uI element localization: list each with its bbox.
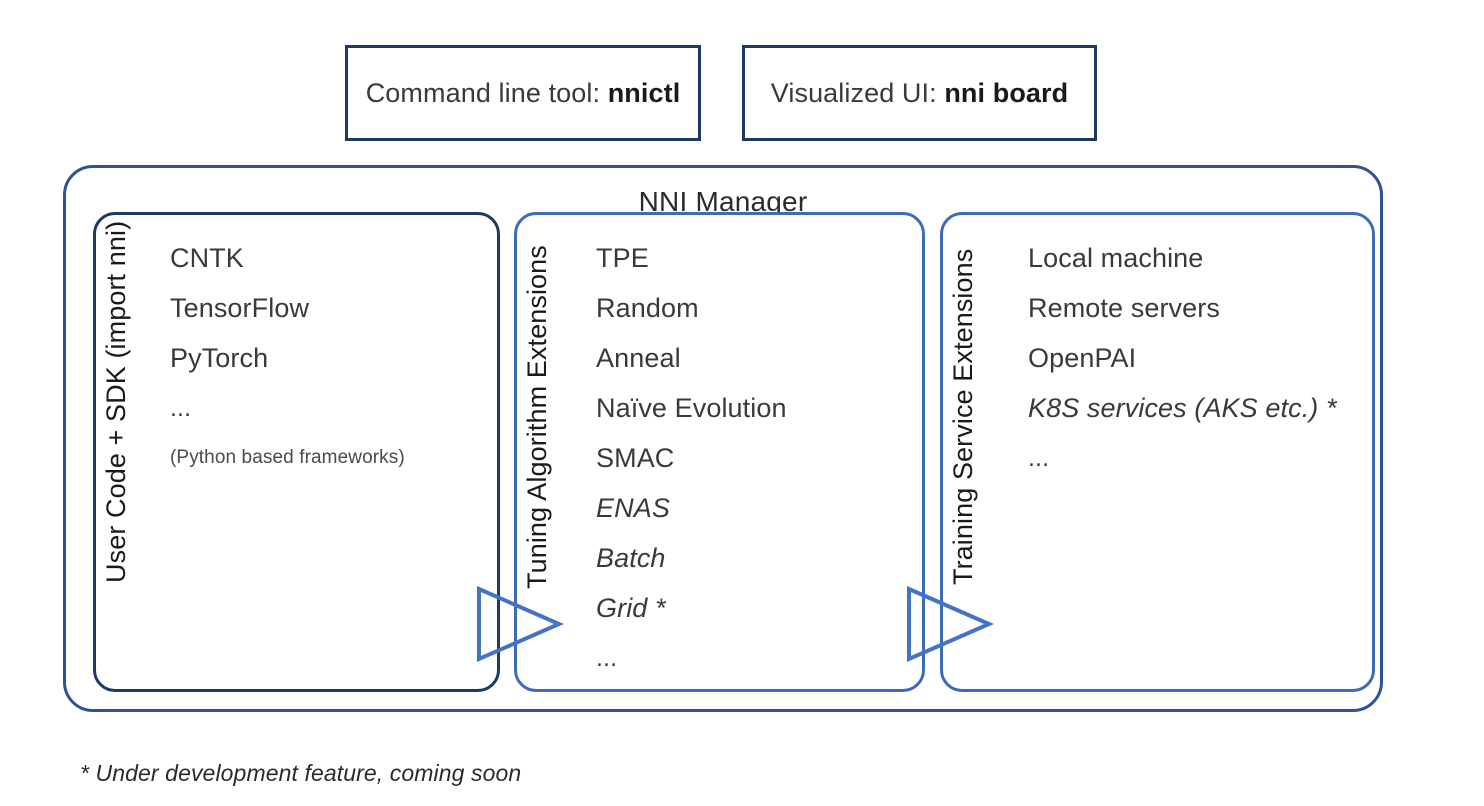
list-item: K8S services (AKS etc.) * — [1028, 393, 1337, 423]
list-item: ... — [170, 394, 192, 422]
user-code-panel-side-label: User Code + SDK (import nni) — [101, 220, 131, 583]
list-item: SMAC — [596, 443, 675, 473]
training-service-item-list: Local machine Remote servers OpenPAI K8S… — [1028, 233, 1337, 483]
training-service-extensions-panel: Training Service Extensions Local machin… — [940, 212, 1375, 692]
list-item: Batch — [596, 543, 666, 573]
list-item: Anneal — [596, 343, 681, 373]
tuning-algorithm-item-list: TPE Random Anneal Naïve Evolution SMAC E… — [596, 233, 787, 683]
user-code-panel: User Code + SDK (import nni) CNTK Tensor… — [93, 212, 500, 692]
tuning-algorithm-extensions-panel: Tuning Algorithm Extensions TPE Random A… — [514, 212, 925, 692]
list-item: OpenPAI — [1028, 343, 1137, 373]
training-service-extensions-side-label: Training Service Extensions — [948, 248, 978, 585]
list-item: Remote servers — [1028, 293, 1220, 323]
command-line-tool-box: Command line tool: nnictl — [345, 45, 701, 141]
list-item: Naïve Evolution — [596, 393, 787, 423]
command-line-tool-emphasis: nnictl — [607, 77, 681, 108]
list-item: TensorFlow — [170, 293, 310, 323]
list-item: (Python based frameworks) — [170, 447, 405, 468]
list-item: Local machine — [1028, 243, 1204, 273]
visualized-ui-box: Visualized UI: nni board — [742, 45, 1097, 141]
list-item: ... — [1028, 444, 1050, 472]
list-item: ENAS — [596, 493, 670, 523]
visualized-ui-prefix: Visualized UI: — [770, 77, 945, 108]
tuning-algorithm-extensions-side-label: Tuning Algorithm Extensions — [522, 245, 552, 589]
arrow-right-icon — [477, 585, 564, 663]
footnote: * Under development feature, coming soon — [80, 760, 522, 786]
list-item: Grid * — [596, 593, 666, 623]
list-item: PyTorch — [170, 343, 269, 373]
list-item: ... — [596, 644, 618, 672]
command-line-tool-prefix: Command line tool: — [365, 77, 608, 108]
arrow-right-icon — [907, 585, 994, 663]
visualized-ui-label: Visualized UI: nni board — [771, 78, 1068, 109]
list-item: Random — [596, 293, 699, 323]
nni-manager-title: NNI Manager — [638, 186, 808, 217]
visualized-ui-emphasis: nni board — [944, 77, 1069, 108]
list-item: TPE — [596, 243, 649, 273]
command-line-tool-label: Command line tool: nnictl — [366, 78, 681, 109]
list-item: CNTK — [170, 243, 244, 273]
user-code-item-list: CNTK TensorFlow PyTorch ... (Python base… — [170, 233, 405, 483]
